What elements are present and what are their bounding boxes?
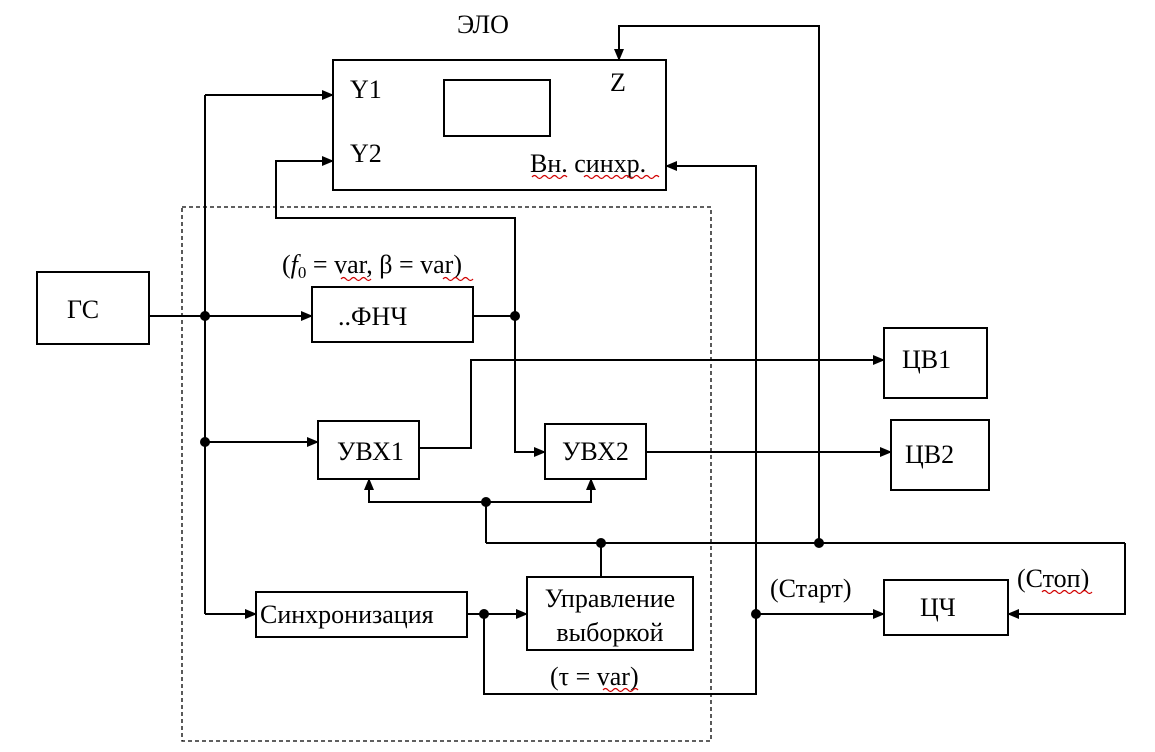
wire-strobe-uvx1: [364, 478, 486, 503]
wire-strobe-uvx2: [486, 478, 596, 503]
ext-sync-underline: [531, 174, 660, 180]
signal-generator-label: ГС: [67, 295, 99, 324]
junction-gs-uvx1: [200, 437, 210, 447]
tau-underline: [602, 687, 639, 693]
lpf-label: ..ФНЧ: [338, 302, 407, 331]
counter-block: [883, 579, 1009, 636]
z-input-label: Z: [610, 68, 626, 97]
voltmeter-1-label: ЦВ1: [902, 345, 951, 374]
wire-to-z: [614, 25, 820, 543]
stop-underline: [1041, 589, 1093, 595]
tau-label: (τ = var): [550, 662, 639, 691]
sampling-control-block: [526, 576, 694, 651]
stop-label: (Стоп): [1017, 564, 1089, 593]
dashed-module-boundary: [181, 206, 712, 742]
wire-stop: [1007, 543, 1126, 619]
voltmeter-2-label: ЦВ2: [905, 440, 954, 469]
ext-sync-label: Вн. синхр.: [530, 149, 646, 178]
oscilloscope-title: ЭЛО: [457, 10, 509, 39]
sync-label: Синхронизация: [260, 600, 434, 629]
wire-uvx1-to-cv1: [419, 355, 885, 449]
counter-label: ЦЧ: [920, 593, 956, 622]
junction-gs-lpf: [200, 311, 210, 321]
y2-input-label: Y2: [350, 139, 382, 168]
lpf-params-underline: [340, 276, 474, 282]
y1-input-label: Y1: [350, 75, 382, 104]
sampling-control-label-1: Управление: [545, 584, 675, 613]
sample-hold-1-label: УВХ1: [337, 437, 404, 466]
signal-generator-block: [36, 271, 150, 345]
sampling-control-label-2: выборкой: [556, 618, 663, 647]
wire-sync-loop: [483, 161, 757, 695]
lpf-params-label: (f0 = var, β = var): [282, 250, 462, 282]
voltmeter-1-block: [883, 327, 988, 399]
start-label: (Старт): [770, 574, 852, 603]
wire-lpf-to-uvx2: [514, 316, 546, 457]
wire-lpf-to-y2: [275, 156, 516, 316]
oscilloscope-screen: [443, 79, 551, 137]
sample-hold-2-label: УВХ2: [562, 437, 629, 466]
lpf-block: [311, 286, 474, 343]
